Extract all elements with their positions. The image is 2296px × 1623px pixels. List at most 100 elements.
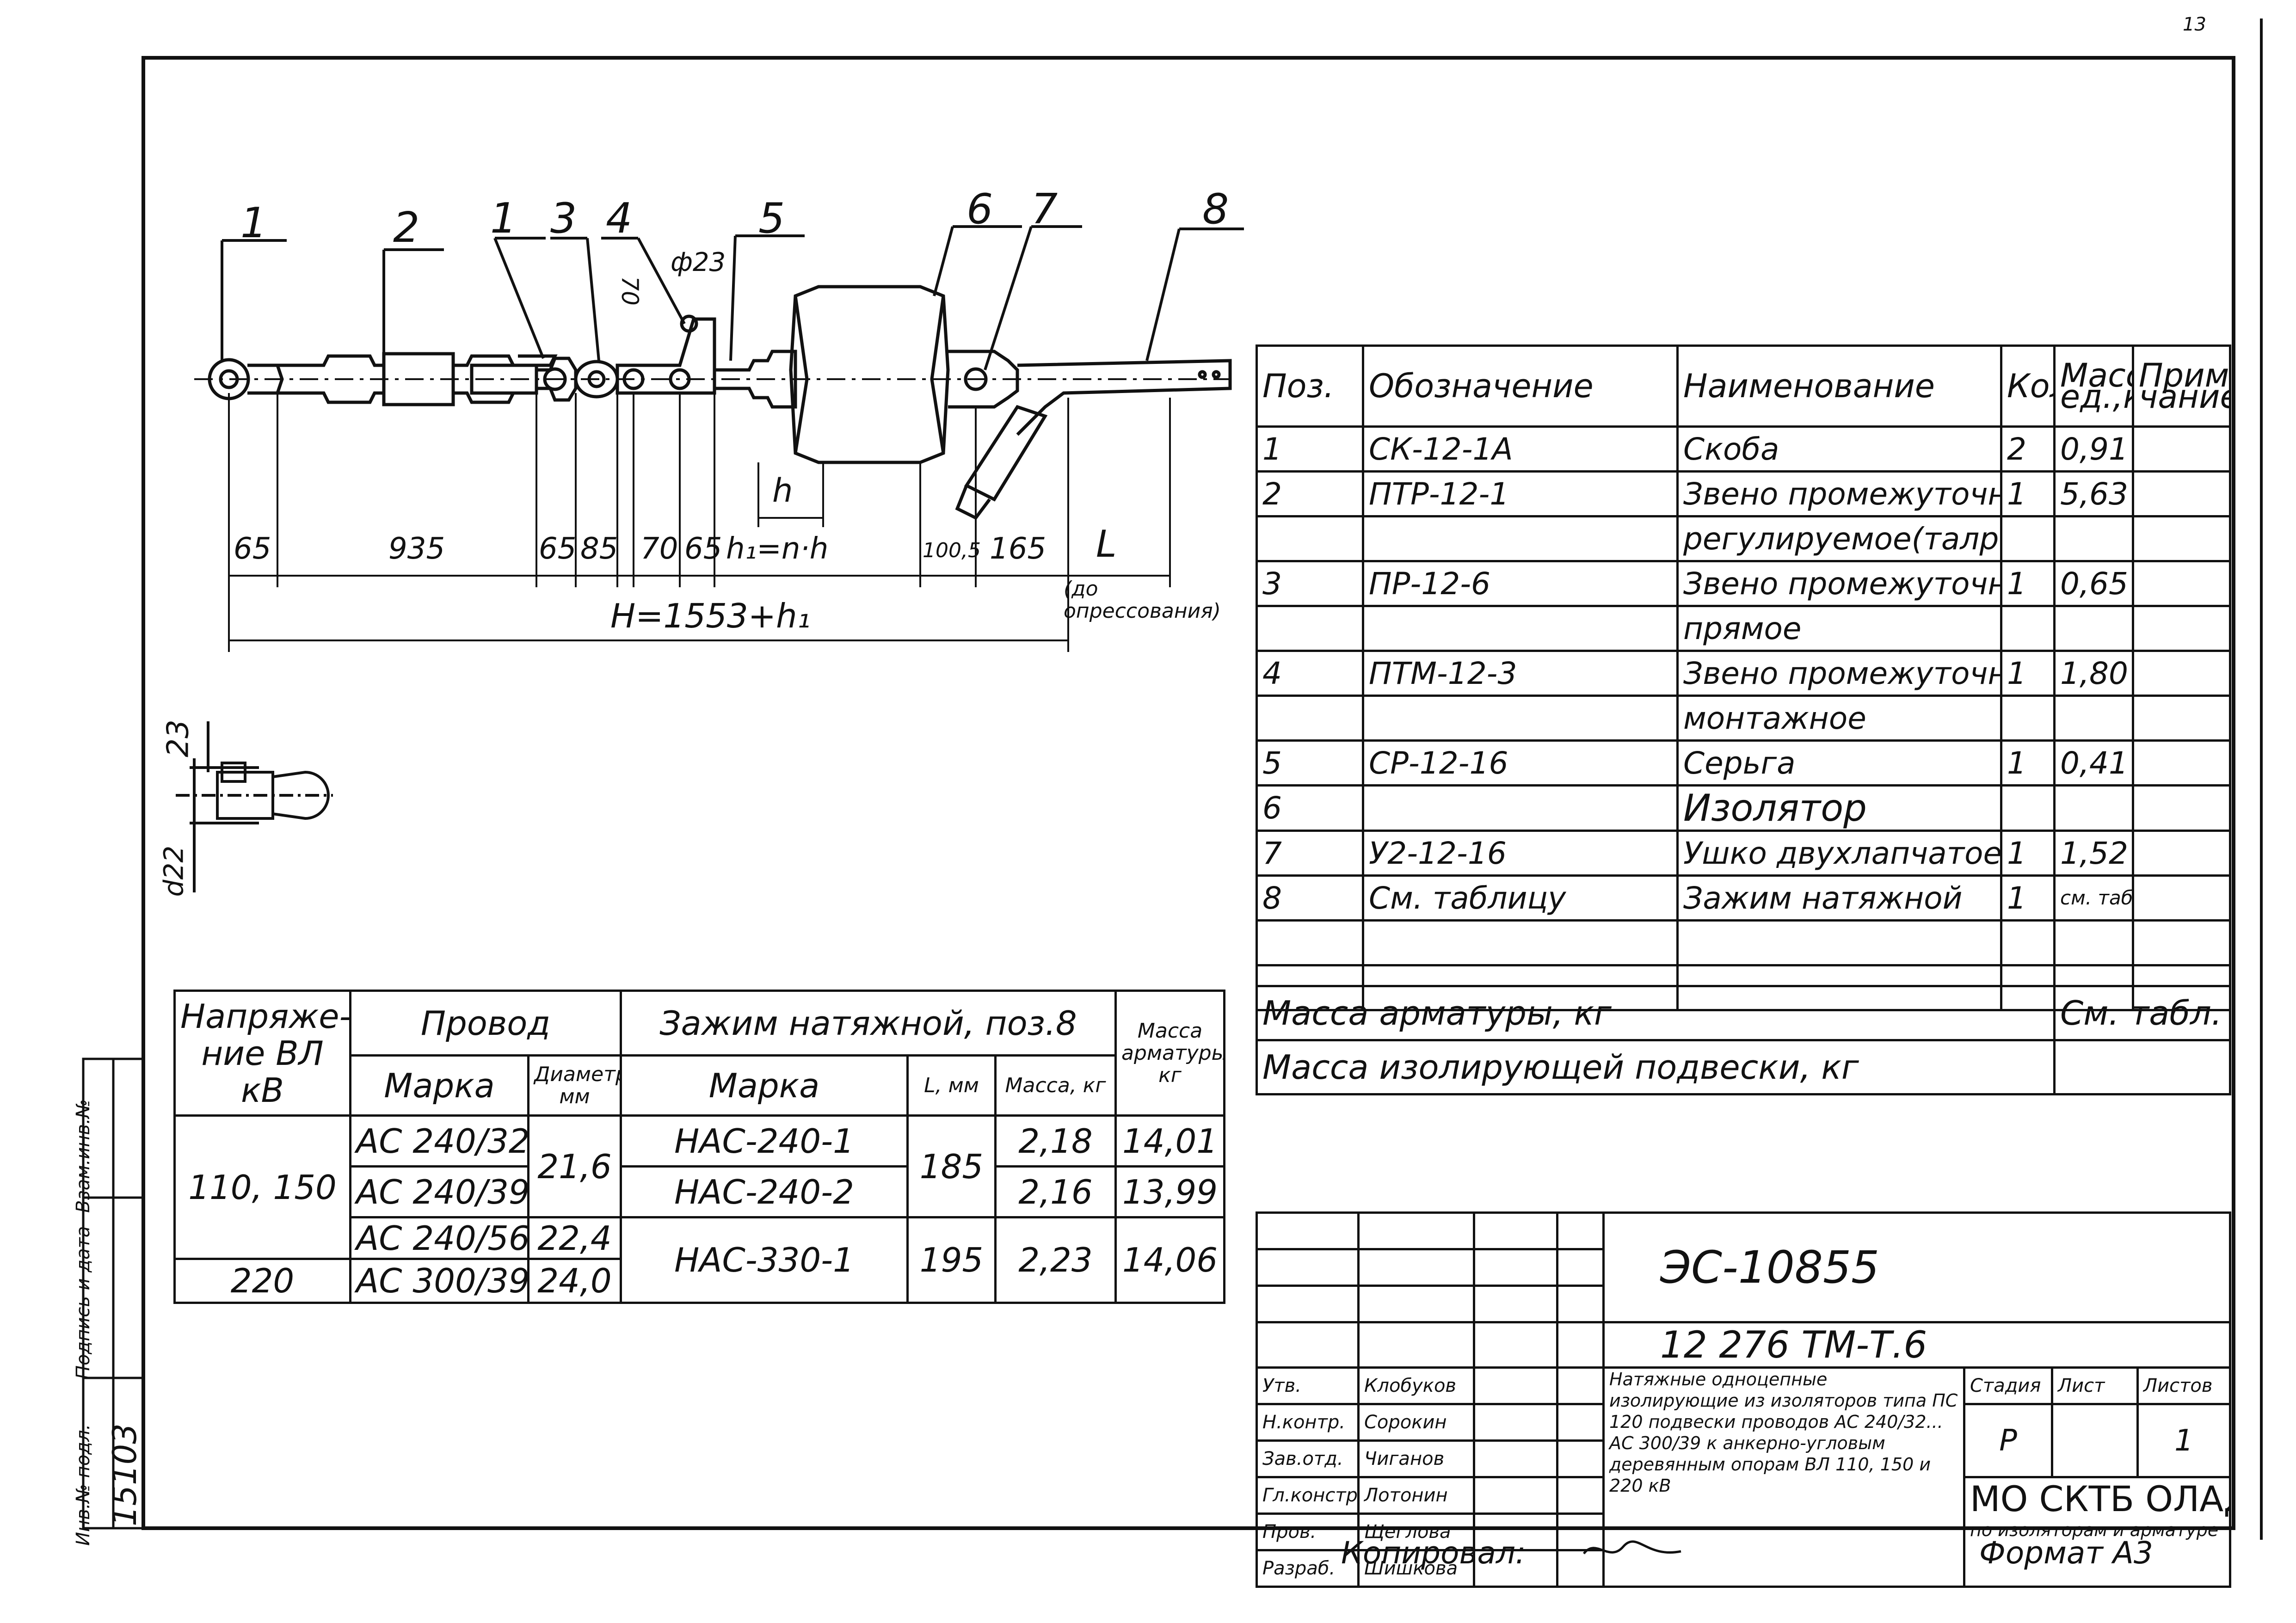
binding-column (82, 1057, 145, 1530)
spec-code (1362, 784, 1679, 832)
role: Пров. (1256, 1512, 1360, 1551)
wire-mark: АС 240/32 (349, 1114, 529, 1168)
wire-voltage-2: 220 (173, 1258, 351, 1304)
dim-65b: 65 (539, 532, 577, 566)
fittings-mass: 14,06 (1114, 1216, 1226, 1304)
wire-diam: 22,4 (527, 1216, 622, 1260)
callout-7: 7 (1031, 185, 1058, 234)
crimp-note: (до опрессования) (1064, 577, 1221, 623)
mass-summary-table: Масса арматуры, кг См. табл. Масса изоли… (1256, 985, 2231, 1095)
callout-1: 1 (240, 199, 267, 247)
table-row: Масса арматуры, кг См. табл. (1256, 985, 2231, 1041)
spec-name: Серьга (1676, 739, 2002, 787)
spec-code (1362, 695, 1679, 742)
spec-pos: 1 (1256, 425, 1364, 473)
insulator-string-drawing (194, 285, 1232, 520)
copied-by-label: Копировал: (1341, 1535, 1526, 1571)
clamp-mass: 2,23 (994, 1216, 1117, 1304)
wire-h-cmark: Марка (620, 1054, 909, 1117)
person: Щеглова (1357, 1512, 1475, 1551)
spec-mass: 1,80 (2053, 650, 2134, 697)
spec-pos (1256, 919, 1364, 966)
sheets-header: Листов (2136, 1366, 2232, 1405)
spec-code (1362, 919, 1679, 966)
wire-h-wire: Провод (349, 990, 622, 1057)
spec-code: СР-12-16 (1362, 739, 1679, 787)
table-row: регулируемое(талреп) (1256, 515, 2231, 562)
role: Утв. (1256, 1366, 1360, 1405)
spec-code: ПТР-12-1 (1362, 470, 1679, 517)
wire-h-L: L, мм (906, 1054, 997, 1117)
doc-code: 12 276 ТМ-Т.6 (1602, 1321, 2232, 1369)
spec-code: СК-12-1А (1362, 425, 1679, 473)
callout-6: 6 (966, 185, 993, 234)
dim-935: 935 (388, 532, 445, 566)
format-label: Формат А3 (1979, 1535, 2153, 1571)
person: Клобуков (1357, 1366, 1475, 1405)
sign-date-label: Подпись и дата (73, 1226, 94, 1379)
spec-code (1362, 515, 1679, 562)
callout-5: 5 (758, 194, 785, 243)
spec-note (2132, 650, 2231, 697)
table-row: 6 Изолятор (1256, 784, 2231, 832)
spec-code: ПТМ-12-3 (1362, 650, 1679, 697)
role: Н.контр. (1256, 1403, 1360, 1442)
spec-pos: 7 (1256, 830, 1364, 877)
spec-pos (1256, 515, 1364, 562)
person: Чиганов (1357, 1439, 1475, 1478)
stamp-row: 12 276 ТМ-Т.6 (1256, 1321, 2232, 1369)
spec-note (2132, 695, 2231, 742)
spec-name: Изолятор (1676, 784, 2002, 832)
person: Сорокин (1357, 1403, 1475, 1442)
callout-2: 2 (393, 203, 420, 252)
stamp-row (1256, 1285, 2230, 1323)
table-row: АС 240/56 22,4 НАС-330-1 195 2,23 14,06 (175, 1216, 1226, 1304)
spec-name: Ушко двухлапчатое (1676, 830, 2002, 877)
dim-65a: 65 (234, 532, 271, 566)
spec-header-row: Поз. Обозначение Наименование Кол. Масса… (1256, 344, 2231, 428)
wire-mark: АС 240/56 (349, 1216, 529, 1260)
spec-qty: 1 (2000, 739, 2056, 787)
spec-name: прямое (1676, 605, 2002, 652)
fittings-mass: 14,01 (1114, 1114, 1226, 1168)
wire-h-diam: Диаметр, мм (527, 1054, 622, 1117)
wire-h-voltage: Напряже-ние ВЛ кВ (173, 990, 351, 1117)
dimension-lines (228, 393, 1171, 652)
stage-value: Р (1963, 1403, 2053, 1478)
wire-diam: 21,6 (527, 1114, 622, 1218)
dim-100-5: 100,5 (923, 539, 981, 562)
spec-code: ПР-12-6 (1362, 560, 1679, 607)
dim-h1: h₁=n·h (726, 532, 829, 566)
mass-assembly-label: Масса изолирующей подвески, кг (1256, 1039, 2056, 1095)
spec-qty (2000, 919, 2056, 966)
stamp-row (1256, 1248, 2230, 1287)
spec-note (2132, 470, 2231, 517)
dim-total-H: H=1553+h₁ (610, 596, 811, 635)
sheets-value: 1 (2136, 1403, 2232, 1478)
spec-qty: 1 (2000, 830, 2056, 877)
spec-pos: 6 (1256, 784, 1364, 832)
callout-8: 8 (1202, 185, 1229, 234)
spec-mass: 0,91 (2053, 425, 2134, 473)
spec-note (2132, 515, 2231, 562)
role: Разраб. (1256, 1549, 1360, 1588)
spec-qty: 1 (2000, 560, 2056, 607)
sheet-header: Лист (2051, 1366, 2139, 1405)
clamp-mark: НАС-240-2 (620, 1165, 909, 1218)
spec-pos: 2 (1256, 470, 1364, 517)
spec-name: монтажное (1676, 695, 2002, 742)
spec-h-qty: Кол. (2000, 344, 2056, 428)
spec-name: Звено промежуточное (1676, 560, 2002, 607)
table-row: Масса изолирующей подвески, кг (1256, 1039, 2231, 1095)
spec-note (2132, 784, 2231, 832)
wire-h-clamp: Зажим натяжной, поз.8 (620, 990, 1117, 1057)
spec-mass (2053, 695, 2134, 742)
callout-3: 3 (550, 194, 577, 243)
person: Шишкова (1357, 1549, 1475, 1588)
org-name: МО СКТБ ОЛАД (1970, 1478, 2230, 1520)
spec-mass: 5,63 (2053, 470, 2134, 517)
